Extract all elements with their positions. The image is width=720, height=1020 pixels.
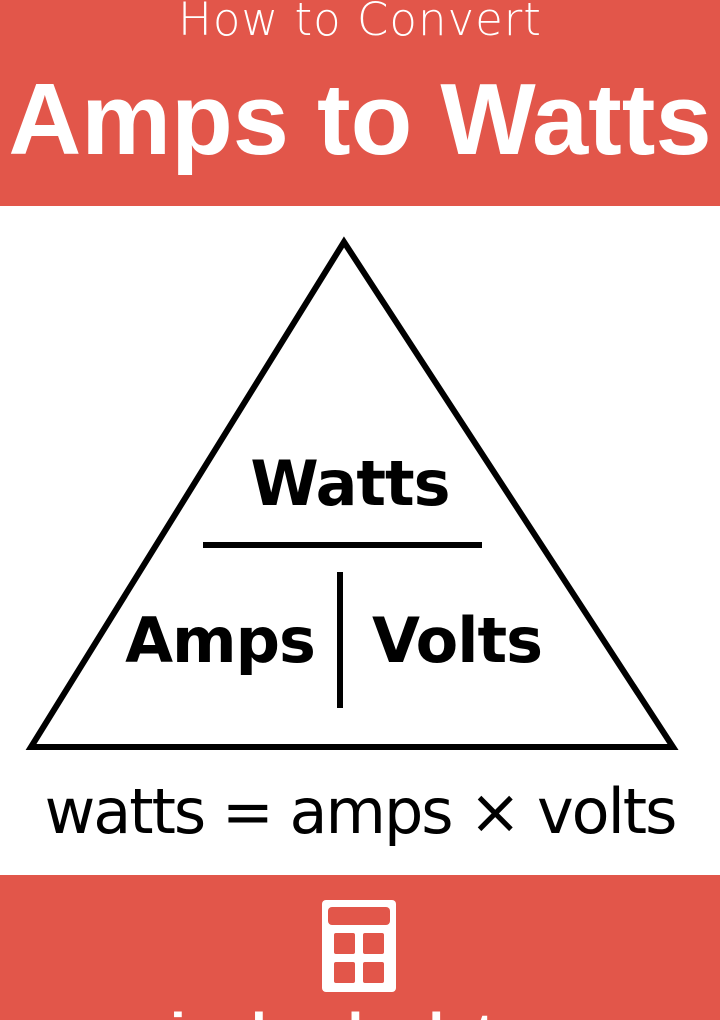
formula-triangle-diagram: Watts Amps Volts	[0, 206, 720, 766]
watts-label: Watts	[250, 447, 450, 520]
formula-text: watts = amps × volts	[44, 775, 678, 848]
calculator-key	[363, 962, 384, 983]
calculator-key	[363, 933, 384, 954]
calculator-display	[328, 907, 390, 925]
calculator-icon	[322, 900, 396, 992]
triangle-outline	[25, 236, 679, 750]
page-title: Amps to Watts	[8, 64, 712, 176]
header-banner: How to Convert Amps to Watts	[0, 0, 720, 206]
triangle-graphic	[25, 236, 679, 750]
site-name: inchcalculator	[0, 1003, 720, 1020]
calculator-key	[334, 962, 355, 983]
subtitle: How to Convert	[178, 0, 542, 46]
amps-label: Amps	[125, 604, 316, 677]
footer-banner: inchcalculator	[0, 875, 720, 1020]
volts-label: Volts	[372, 604, 543, 677]
calculator-key	[334, 933, 355, 954]
